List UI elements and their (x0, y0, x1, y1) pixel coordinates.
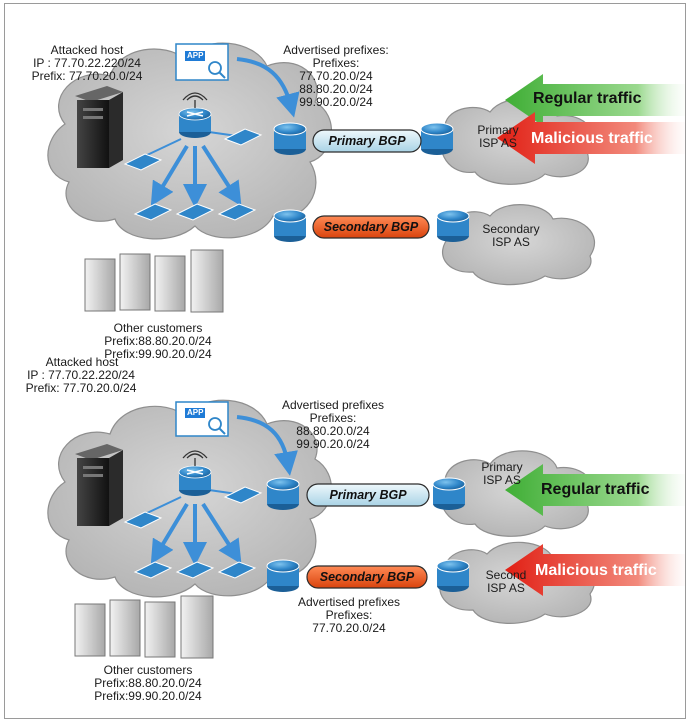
bottom-secondary-isp-line1: Second (485, 568, 527, 582)
bottom-primary-isp-line1: Primary (481, 460, 523, 474)
bottom-attacked-host-prefix: Prefix: 77.70.20.0/24 (25, 381, 137, 395)
regular-traffic-arrow-bottom (505, 464, 685, 516)
regular-traffic-arrow-top (505, 74, 685, 126)
bottom-advertised-secondary-prefix-1: 77.70.20.0/24 (312, 621, 386, 635)
top-regular-traffic-label: Regular traffic (533, 90, 642, 107)
top-advertised-title: Advertised prefixes: (283, 43, 389, 57)
top-primary-bgp-label: Primary BGP (328, 134, 406, 148)
bottom-advertised-title: Advertised prefixes (281, 398, 385, 412)
switch-icon (123, 128, 263, 221)
malicious-traffic-arrow-bottom (505, 544, 685, 596)
bottom-attacked-host-title: Attacked host (45, 355, 119, 369)
router-icon (178, 465, 212, 496)
server-tower-icon (75, 444, 123, 526)
secondary-bgp-link-top (312, 215, 430, 239)
switch-icon (123, 486, 263, 579)
top-scenario (47, 42, 685, 313)
top-secondary-bgp-label: Secondary BGP (323, 220, 419, 234)
secondary-isp-cloud-top (442, 204, 596, 286)
bottom-regular-traffic-label: Regular traffic (541, 481, 650, 498)
app-to-router-arrow (236, 57, 300, 118)
bottom-customers-prefix-2: Prefix:99.90.20.0/24 (94, 689, 202, 703)
isp-router-primary-top (420, 122, 454, 155)
bottom-advertised-prefixes: Prefixes: (309, 411, 357, 425)
customer-servers-top (84, 249, 224, 313)
top-attacked-host-ip: IP : 77.70.22.220/24 (33, 56, 141, 70)
top-advertised-prefix-3: 99.90.20.0/24 (299, 95, 373, 109)
edge-router-primary-top (273, 122, 307, 155)
top-advertised-prefix-2: 88.80.20.0/24 (299, 82, 373, 96)
diagram-frame: Attacked host IP : 77.70.22.220/24 Prefi… (4, 3, 686, 719)
bottom-customers-title: Other customers (103, 663, 193, 677)
top-malicious-traffic-label: Malicious traffic (531, 130, 653, 147)
edge-router-secondary-top (273, 209, 307, 242)
bottom-advertised-secondary-prefixes: Prefixes: (325, 608, 373, 622)
bottom-advertised-secondary-title: Advertised prefixes (297, 595, 401, 609)
top-advertised-prefixes: Prefixes: (312, 56, 360, 70)
primary-bgp-link-top (312, 129, 422, 153)
top-advertised-prefix-1: 77.70.20.0/24 (299, 69, 373, 83)
top-primary-isp-line1: Primary (477, 123, 519, 137)
top-attacked-host-title: Attacked host (50, 43, 124, 57)
app-to-router-arrow-bottom (236, 415, 298, 476)
bottom-secondary-isp-line2: ISP AS (487, 581, 525, 595)
wireless-icon (182, 92, 208, 108)
router-icon (178, 107, 212, 138)
top-app-label: APP (185, 51, 206, 61)
bottom-primary-isp-line2: ISP AS (483, 473, 521, 487)
top-customers-title: Other customers (113, 321, 203, 335)
top-secondary-isp-line1: Secondary (482, 222, 540, 236)
server-tower-icon (75, 86, 123, 168)
top-customers-prefix-1: Prefix:88.80.20.0/24 (104, 334, 212, 348)
diagram-canvas (47, 42, 685, 659)
isp-router-primary-bottom (432, 477, 466, 510)
distribution-arrows-bottom (144, 489, 242, 566)
malicious-traffic-arrow-top (497, 112, 685, 164)
top-secondary-isp-line2: ISP AS (492, 235, 530, 249)
wireless-icon (182, 450, 208, 466)
app-search-icon (175, 43, 229, 81)
secondary-bgp-link-bottom (306, 565, 428, 589)
isp-router-secondary-bottom (436, 559, 470, 592)
top-attacked-host-prefix: Prefix: 77.70.20.0/24 (31, 69, 143, 83)
bottom-app-label: APP (185, 408, 206, 418)
bottom-malicious-traffic-label: Malicious traffic (535, 562, 657, 579)
primary-bgp-link-bottom (306, 483, 430, 507)
top-customers-prefix-2: Prefix:99.90.20.0/24 (104, 347, 212, 361)
bottom-attacked-host-ip: IP : 77.70.22.220/24 (27, 368, 135, 382)
isp-router-secondary-top (436, 209, 470, 242)
bottom-secondary-bgp-label: Secondary BGP (319, 570, 415, 584)
customer-servers-bottom (74, 595, 214, 659)
bottom-advertised-prefix-1: 88.80.20.0/24 (296, 424, 370, 438)
top-primary-isp-line2: ISP AS (479, 136, 517, 150)
edge-router-primary-bottom (266, 477, 300, 510)
bottom-scenario (47, 399, 685, 659)
bottom-customers-prefix-1: Prefix:88.80.20.0/24 (94, 676, 202, 690)
bottom-advertised-prefix-2: 99.90.20.0/24 (296, 437, 370, 451)
bottom-primary-bgp-label: Primary BGP (329, 488, 407, 502)
edge-router-secondary-bottom (266, 559, 300, 592)
